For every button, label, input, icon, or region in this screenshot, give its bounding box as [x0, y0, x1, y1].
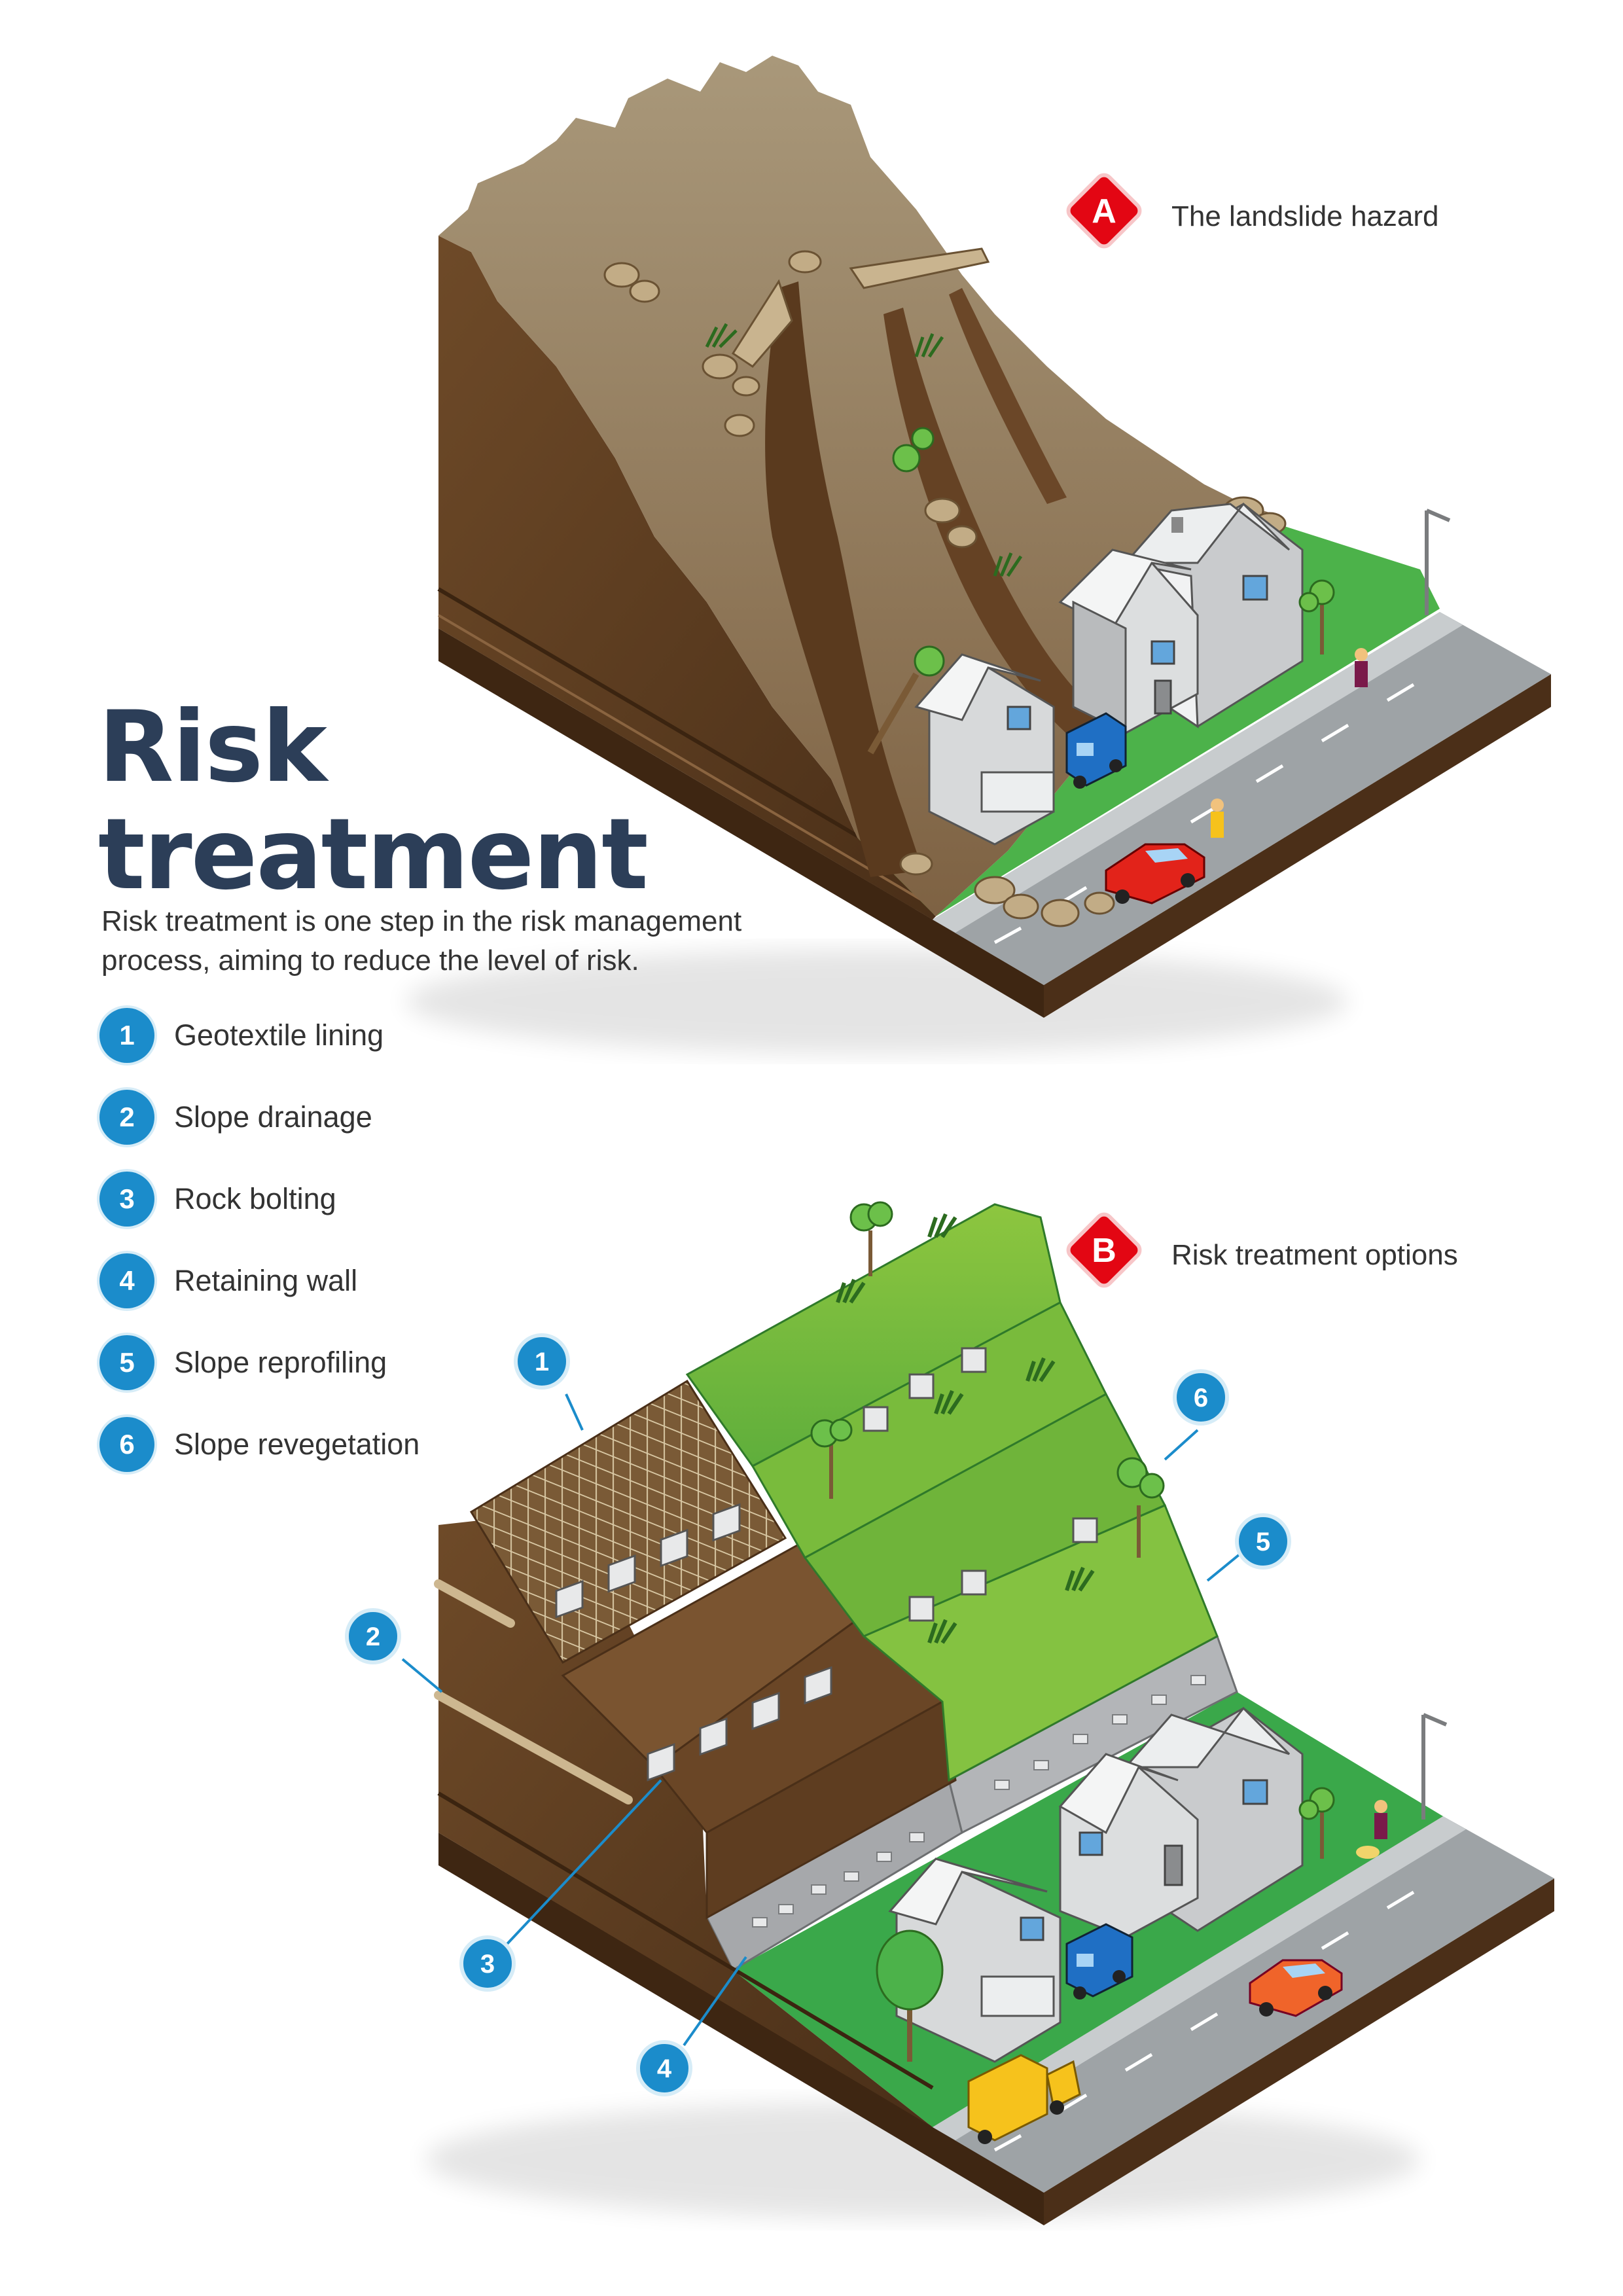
panel-a-soil-layer — [437, 614, 934, 908]
legend-item: 6 Slope revegetation — [99, 1417, 419, 1472]
legend-item: 2 Slope drainage — [99, 1090, 419, 1145]
panel-a-base-left — [438, 628, 1044, 1018]
panel-b-base-right — [1044, 1878, 1554, 2225]
panel-b-badge: B — [1066, 1212, 1142, 1288]
panel-a-blue-van — [1065, 712, 1127, 789]
panel-a-base-right — [1044, 674, 1551, 1018]
callout-circle — [345, 1608, 401, 1664]
panel-a-badge-letter: A — [1092, 192, 1116, 230]
panel-b-house-middle — [1058, 1753, 1199, 1939]
panel-a-pedestrians — [1211, 648, 1368, 838]
panel-b-label: Risk treatment options — [1171, 1239, 1458, 1271]
panel-a-rock-slab — [731, 279, 793, 368]
page-title-line-1: Risk — [98, 691, 327, 804]
panel-a-fallen-tree — [867, 672, 919, 755]
legend-label: Slope revegetation — [174, 1427, 420, 1461]
panel-a-slide-channel — [765, 281, 923, 877]
legend-item: 5 Slope reprofiling — [99, 1335, 419, 1390]
panel-b-pedestrian — [1356, 1800, 1387, 1859]
panel-a-rock-slab — [849, 247, 990, 289]
panel-b-geotextile-mesh — [469, 1379, 787, 1664]
callout-number: 4 — [657, 2054, 672, 2083]
legend-item: 3 Rock bolting — [99, 1172, 419, 1227]
panel-a-palm-tree — [1298, 579, 1335, 655]
legend-list: 1 Geotextile lining 2 Slope drainage 3 Rock… — [99, 1008, 419, 1499]
panel-b-streetlight — [1421, 1713, 1448, 1820]
callout-number: 2 — [366, 1623, 380, 1651]
callout-marker-1: 1 — [514, 1333, 570, 1390]
callout-circle — [636, 2040, 692, 2096]
panel-a-red-car — [1105, 843, 1205, 905]
panel-a-label: The landslide hazard — [1171, 200, 1438, 232]
legend-item: 4 Retaining wall — [99, 1253, 419, 1308]
panel-b-yellow-truck — [967, 2054, 1081, 2144]
panel-a-house-middle — [1058, 548, 1199, 735]
legend-label: Slope drainage — [174, 1100, 372, 1134]
legend-label: Retaining wall — [174, 1264, 358, 1297]
panel-b-shrubs — [836, 1213, 1095, 1644]
callout-number: 5 — [1256, 1528, 1270, 1556]
panel-a-slide-channel — [883, 308, 1106, 740]
panel-b-treatment-diagram — [425, 1201, 1554, 2225]
panel-b-blue-van — [1065, 1923, 1133, 2000]
panel-b-soil-layer — [437, 1791, 934, 2090]
panel-b-drain-pipe — [434, 1691, 633, 1804]
callout-marker-6: 6 — [1173, 1369, 1229, 1426]
panel-a-road — [933, 612, 1551, 985]
panel-b-soil-terrace — [705, 1700, 957, 1920]
legend-label: Rock bolting — [174, 1182, 336, 1215]
panel-a-landslide-diagram — [406, 56, 1551, 1054]
intro-text: Risk treatment is one step in the risk m… — [101, 905, 742, 977]
callout-number: 1 — [535, 1348, 549, 1376]
page-title: Risk treatment — [98, 691, 649, 912]
page-title-line-2: treatment — [98, 798, 649, 912]
legend-number-badge: 1 — [99, 1008, 154, 1063]
panel-b-palm-trees — [810, 1201, 1165, 1558]
legend-label: Slope reprofiling — [174, 1346, 387, 1379]
legend-number-badge: 5 — [99, 1335, 154, 1390]
panel-b-drain-pipe — [434, 1579, 515, 1628]
panel-b-road — [933, 1816, 1554, 2193]
panel-a-house-front — [914, 653, 1055, 846]
legend-item: 1 Geotextile lining — [99, 1008, 419, 1063]
panel-b-tree — [876, 1929, 944, 2062]
legend-number-badge: 3 — [99, 1172, 154, 1227]
callout-marker-5: 5 — [1235, 1513, 1291, 1570]
panel-b-badge-letter: B — [1092, 1232, 1116, 1270]
panel-a-slide-channel — [949, 288, 1067, 504]
panel-b-rock-bolt-plates — [555, 1503, 832, 1782]
panel-b-green-bolt-plates — [863, 1347, 1098, 1622]
callout-circle — [514, 1333, 570, 1390]
callout-marker-4: 4 — [636, 2040, 692, 2096]
callout-marker-2: 2 — [345, 1608, 401, 1664]
callout-number: 3 — [480, 1950, 495, 1979]
panel-b-house-front — [888, 1857, 1061, 2063]
panel-b-curb — [933, 1816, 1466, 2140]
callout-circle — [459, 1935, 516, 1992]
legend-number-badge: 4 — [99, 1253, 154, 1308]
legend-label: Geotextile lining — [174, 1018, 384, 1052]
legend-number-badge: 2 — [99, 1090, 154, 1145]
panel-a-streetlight — [1425, 509, 1451, 615]
callout-marker-3: 3 — [459, 1935, 516, 1992]
panel-b-wall-blocks — [752, 1675, 1206, 1928]
callout-number: 6 — [1194, 1384, 1208, 1412]
panel-b-grass-terrace — [862, 1504, 1219, 1782]
legend-number-badge: 6 — [99, 1417, 154, 1472]
panel-b-cliff-face — [438, 1518, 933, 2127]
callout-circle — [1235, 1513, 1291, 1570]
panel-a-curb — [933, 612, 1463, 933]
panel-a-shrubs — [705, 323, 1023, 577]
callout-circle — [1173, 1369, 1229, 1426]
panel-b-garden-palm — [1298, 1787, 1335, 1859]
callout-leader-lines — [401, 1393, 1245, 2047]
panel-a-soil-layer — [437, 587, 934, 882]
panel-b-base-left — [438, 1833, 1044, 2225]
panel-b-orange-car — [1249, 1959, 1343, 2017]
callout-markers: 1 2 3 4 5 6 — [345, 1333, 1291, 2096]
panel-a-badge: A — [1066, 173, 1142, 249]
